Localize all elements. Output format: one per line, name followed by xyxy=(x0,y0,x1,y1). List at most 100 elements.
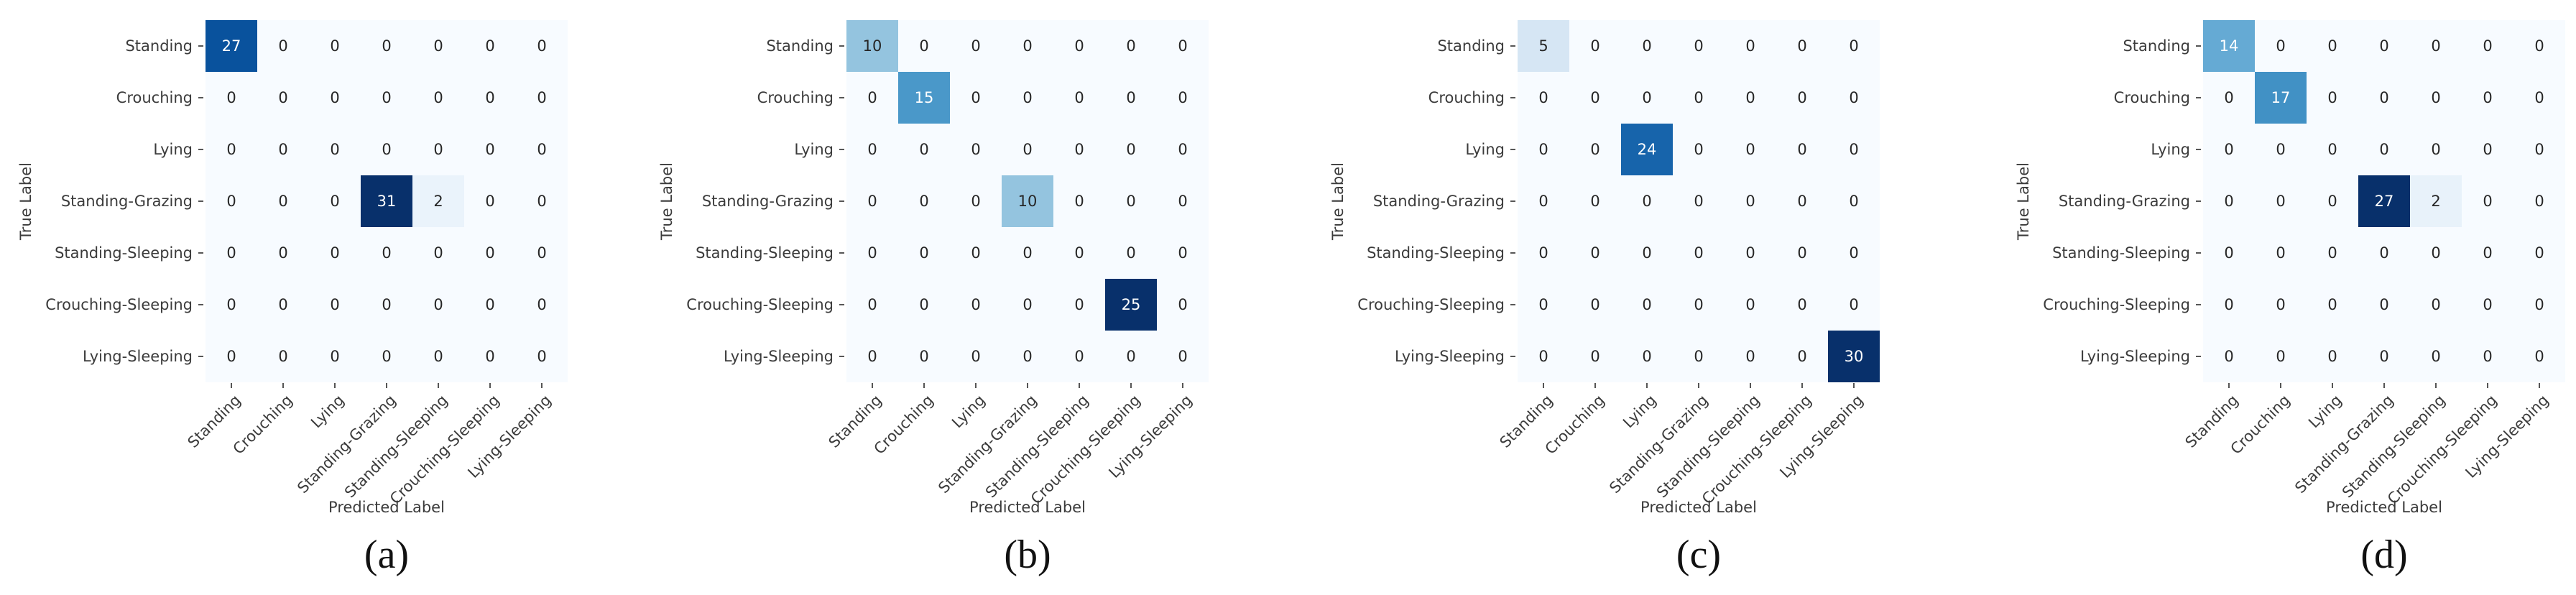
cell-r0c2: 0 xyxy=(950,20,1002,72)
cell-r2c2: 0 xyxy=(309,124,361,175)
y-tick-mark xyxy=(2196,45,2201,47)
cell-r0c2: 0 xyxy=(309,20,361,72)
cell-r5c2: 0 xyxy=(950,279,1002,331)
cell-r2c6: 0 xyxy=(516,124,568,175)
y-tick-mark xyxy=(198,356,203,357)
cell-r2c3: 0 xyxy=(1002,124,1053,175)
cell-r3c3: 0 xyxy=(1673,175,1725,227)
row-label: Crouching-Sleeping xyxy=(2043,296,2190,313)
cell-r0c1: 0 xyxy=(898,20,950,72)
cell-r3c2: 0 xyxy=(309,175,361,227)
cell-r2c2: 24 xyxy=(1621,124,1673,175)
cell-r5c3: 0 xyxy=(361,279,412,331)
cell-r2c6: 0 xyxy=(1828,124,1880,175)
cell-r4c4: 0 xyxy=(2410,227,2462,279)
x-tick-mark xyxy=(1027,383,1028,388)
cell-r0c6: 0 xyxy=(2513,20,2565,72)
cell-r3c0: 0 xyxy=(1518,175,1569,227)
row-label: Lying-Sleeping xyxy=(2079,348,2190,365)
cell-r0c5: 0 xyxy=(1105,20,1157,72)
cell-r3c5: 0 xyxy=(1776,175,1828,227)
cell-r2c2: 0 xyxy=(950,124,1002,175)
cell-r0c6: 0 xyxy=(1157,20,1209,72)
cell-r2c0: 0 xyxy=(846,124,898,175)
y-tick-mark xyxy=(198,304,203,305)
row-label: Standing-Grazing xyxy=(60,193,193,210)
cell-r6c4: 0 xyxy=(1725,331,1776,382)
cell-r1c1: 15 xyxy=(898,72,950,124)
row-label: Crouching xyxy=(1428,89,1505,106)
cell-r3c3: 27 xyxy=(2358,175,2410,227)
cell-r1c3: 0 xyxy=(1002,72,1053,124)
x-tick-mark xyxy=(2280,383,2281,388)
cell-r1c5: 0 xyxy=(1105,72,1157,124)
cell-r1c5: 0 xyxy=(1776,72,1828,124)
y-tick-mark xyxy=(2196,200,2201,202)
row-label: Standing-Grazing xyxy=(1372,193,1505,210)
cell-r0c6: 0 xyxy=(516,20,568,72)
row-label: Standing xyxy=(125,37,193,55)
cell-r2c6: 0 xyxy=(1157,124,1209,175)
x-tick-mark xyxy=(1853,383,1855,388)
cell-r3c4: 2 xyxy=(2410,175,2462,227)
x-tick-mark xyxy=(1646,383,1648,388)
x-tick-mark xyxy=(438,383,439,388)
cell-r2c6: 0 xyxy=(2513,124,2565,175)
cell-r6c2: 0 xyxy=(2307,331,2358,382)
cell-r0c1: 0 xyxy=(257,20,309,72)
cell-r1c6: 0 xyxy=(1157,72,1209,124)
cell-r4c1: 0 xyxy=(1569,227,1621,279)
cell-r2c1: 0 xyxy=(1569,124,1621,175)
y-tick-mark xyxy=(839,149,844,150)
y-tick-mark xyxy=(2196,356,2201,357)
row-label: Standing-Grazing xyxy=(701,193,834,210)
y-tick-mark xyxy=(2196,97,2201,98)
cell-r0c5: 0 xyxy=(1776,20,1828,72)
cell-r3c0: 0 xyxy=(846,175,898,227)
x-tick-mark xyxy=(1079,383,1080,388)
cell-r1c3: 0 xyxy=(361,72,412,124)
cell-r6c3: 0 xyxy=(2358,331,2410,382)
cell-r0c3: 0 xyxy=(1673,20,1725,72)
x-tick-mark xyxy=(1750,383,1751,388)
cell-r5c4: 0 xyxy=(1053,279,1105,331)
cell-r0c1: 0 xyxy=(1569,20,1621,72)
cell-r6c6: 0 xyxy=(1157,331,1209,382)
cell-r5c3: 0 xyxy=(1673,279,1725,331)
cell-r0c3: 0 xyxy=(361,20,412,72)
cell-r1c1: 17 xyxy=(2255,72,2307,124)
cell-r3c0: 0 xyxy=(206,175,257,227)
cell-r6c5: 0 xyxy=(2462,331,2513,382)
cell-r2c1: 0 xyxy=(898,124,950,175)
row-label: Crouching xyxy=(116,89,193,106)
cell-r0c4: 0 xyxy=(2410,20,2462,72)
cell-r4c2: 0 xyxy=(950,227,1002,279)
cell-r2c3: 0 xyxy=(2358,124,2410,175)
cell-r6c6: 30 xyxy=(1828,331,1880,382)
y-tick-mark xyxy=(198,252,203,254)
cell-r0c3: 0 xyxy=(2358,20,2410,72)
cell-r2c0: 0 xyxy=(2203,124,2255,175)
cell-r0c5: 0 xyxy=(2462,20,2513,72)
cell-r2c0: 0 xyxy=(1518,124,1569,175)
x-tick-mark xyxy=(231,383,232,388)
cell-r0c4: 0 xyxy=(1053,20,1105,72)
x-tick-mark xyxy=(923,383,925,388)
cell-r6c6: 0 xyxy=(516,331,568,382)
cell-r4c3: 0 xyxy=(2358,227,2410,279)
cell-r2c4: 0 xyxy=(1725,124,1776,175)
cell-r5c1: 0 xyxy=(2255,279,2307,331)
cell-r6c0: 0 xyxy=(1518,331,1569,382)
cell-r6c5: 0 xyxy=(1105,331,1157,382)
row-label: Lying xyxy=(153,141,193,158)
cell-r2c1: 0 xyxy=(257,124,309,175)
cell-r0c4: 0 xyxy=(1725,20,1776,72)
cell-r5c2: 0 xyxy=(2307,279,2358,331)
cell-r0c2: 0 xyxy=(2307,20,2358,72)
cell-r1c1: 0 xyxy=(257,72,309,124)
y-tick-mark xyxy=(1510,304,1515,305)
